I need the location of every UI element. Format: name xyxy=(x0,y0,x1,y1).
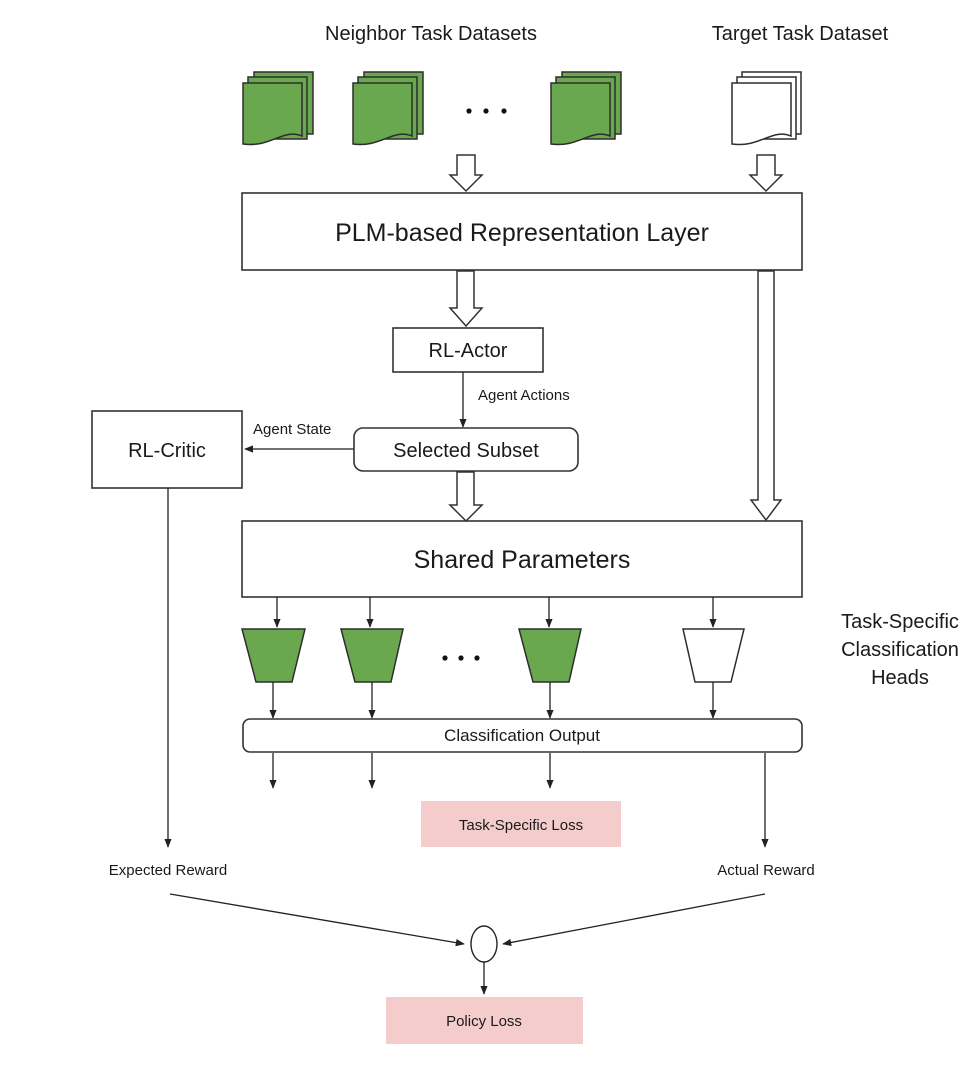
target-dataset-icon xyxy=(731,71,802,146)
heads-label-line-1: Task-Specific xyxy=(841,611,959,633)
task-specific-loss-label: Task-Specific Loss xyxy=(459,817,583,834)
representation-layer-label: PLM-based Representation Layer xyxy=(335,219,709,247)
neighbor-dataset-icon xyxy=(550,71,622,146)
classification-head-icon xyxy=(241,628,306,683)
arrow-expected-to-combiner xyxy=(169,893,465,947)
hollow-arrow-target-in xyxy=(748,154,784,193)
classification-head-icon xyxy=(518,628,582,683)
rl-actor-label: RL-Actor xyxy=(429,340,508,362)
shared-parameters-box xyxy=(241,520,803,598)
hollow-arrow-to-actor xyxy=(448,270,484,328)
rl-critic-label: RL-Critic xyxy=(128,440,206,462)
representation-layer-box xyxy=(241,192,803,271)
classification-output-box xyxy=(242,718,803,753)
target-classification-head-icon xyxy=(682,628,745,683)
actual-reward-label: Actual Reward xyxy=(717,862,815,879)
shared-parameters-label: Shared Parameters xyxy=(414,546,631,574)
neighbor-datasets-label: Neighbor Task Datasets xyxy=(325,23,537,45)
hollow-arrow-neighbor-in xyxy=(448,154,484,193)
rl-actor-box xyxy=(392,327,544,373)
policy-loss-box xyxy=(386,997,583,1044)
arrow-actual-to-combiner xyxy=(502,893,766,947)
expected-reward-label: Expected Reward xyxy=(109,862,227,879)
agent-state-label: Agent State xyxy=(253,421,331,438)
hollow-arrow-to-shared xyxy=(448,471,484,523)
hollow-arrow-target-long xyxy=(749,270,783,522)
agent-actions-label: Agent Actions xyxy=(478,387,570,404)
combiner-node xyxy=(470,925,498,963)
task-specific-loss-box xyxy=(421,801,621,847)
policy-loss-label: Policy Loss xyxy=(446,1013,522,1030)
heads-label-line-3: Heads xyxy=(871,667,929,689)
ellipsis-heads xyxy=(442,655,480,661)
target-dataset-label: Target Task Dataset xyxy=(712,23,889,45)
neighbor-dataset-icon xyxy=(352,71,424,146)
classification-output-label: Classification Output xyxy=(444,726,600,745)
rl-critic-box xyxy=(91,410,243,489)
heads-label-line-2: Classification xyxy=(841,639,959,661)
neighbor-dataset-icon xyxy=(242,71,314,146)
selected-subset-label: Selected Subset xyxy=(393,440,539,462)
ellipsis-datasets xyxy=(466,108,507,114)
classification-head-icon xyxy=(340,628,404,683)
